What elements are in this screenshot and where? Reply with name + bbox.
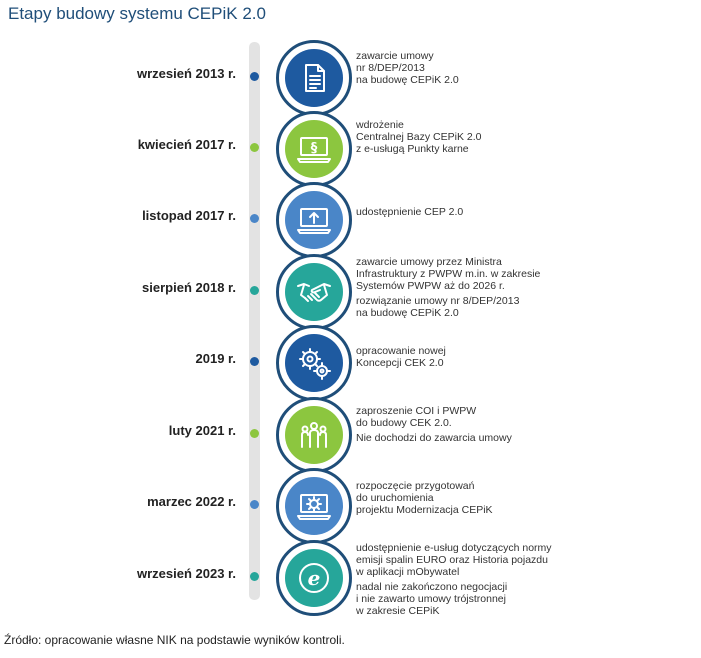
milestone-icon-badge bbox=[276, 254, 352, 330]
milestone-row: 2019 r. opracowanie nowej Koncepcji CEK 2… bbox=[0, 325, 701, 401]
milestone-icon-badge bbox=[276, 40, 352, 116]
timeline-dot bbox=[250, 286, 259, 295]
timeline-dot bbox=[250, 572, 259, 581]
milestone-row: wrzesień 2013 r. zawarcie umowy nr 8/DEP/… bbox=[0, 40, 701, 116]
timeline-dot bbox=[250, 214, 259, 223]
milestone-date: sierpień 2018 r. bbox=[142, 280, 236, 295]
page-title: Etapy budowy systemu CEPiK 2.0 bbox=[8, 4, 266, 23]
milestone-icon-badge: e bbox=[276, 540, 352, 616]
milestone-description: zaproszenie COI i PWPW do budowy CEK 2.0… bbox=[356, 405, 512, 447]
milestone-description: zawarcie umowy przez Ministra Infrastruk… bbox=[356, 256, 540, 322]
timeline-dot bbox=[250, 143, 259, 152]
milestone-icon-badge bbox=[276, 468, 352, 544]
timeline-dot bbox=[250, 357, 259, 366]
handshake-icon bbox=[285, 263, 343, 321]
milestone-icon-badge bbox=[276, 397, 352, 473]
timeline-dot bbox=[250, 500, 259, 509]
milestone-description: wdrożenie Centralnej Bazy CEPiK 2.0 z e-… bbox=[356, 119, 481, 158]
milestone-text: rozpoczęcie przygotowań do uruchomienia … bbox=[356, 480, 493, 516]
milestone-row: wrzesień 2023 r. e udostępnienie e-usług d… bbox=[0, 540, 701, 617]
milestone-date: luty 2021 r. bbox=[168, 423, 236, 438]
milestone-date: wrzesień 2023 r. bbox=[136, 566, 236, 581]
source-note: Źródło: opracowanie własne NIK na podsta… bbox=[4, 633, 345, 647]
milestone-description: udostępnienie e-usług dotyczących normy … bbox=[356, 542, 552, 620]
milestone-row: luty 2021 r. zaproszenie COI i PWPW do bu… bbox=[0, 397, 701, 473]
timeline-axis bbox=[249, 42, 260, 600]
people-icon bbox=[285, 406, 343, 464]
milestone-description: udostępnienie CEP 2.0 bbox=[356, 206, 463, 221]
milestone-row: sierpień 2018 r. zawarcie umowy przez Min… bbox=[0, 254, 701, 330]
upload-laptop-icon bbox=[285, 191, 343, 249]
milestone-date: kwiecień 2017 r. bbox=[137, 137, 236, 152]
milestone-description: rozpoczęcie przygotowań do uruchomienia … bbox=[356, 480, 493, 519]
svg-text:e: e bbox=[308, 566, 321, 590]
e-service-icon: e bbox=[285, 549, 343, 607]
milestone-row: listopad 2017 r. udostępnienie CEP 2.0 bbox=[0, 182, 701, 258]
svg-text:§: § bbox=[311, 141, 318, 156]
milestone-icon-badge bbox=[276, 325, 352, 401]
milestone-description: opracowanie nowej Koncepcji CEK 2.0 bbox=[356, 345, 446, 372]
gears-icon bbox=[285, 334, 343, 392]
milestone-text: udostępnienie e-usług dotyczących normy … bbox=[356, 542, 552, 578]
milestone-row: kwiecień 2017 r. § wdrożenie Centralnej Ba… bbox=[0, 111, 701, 187]
timeline-dot bbox=[250, 429, 259, 438]
milestone-description: zawarcie umowy nr 8/DEP/2013 na budowę C… bbox=[356, 50, 459, 89]
milestone-text: udostępnienie CEP 2.0 bbox=[356, 206, 464, 218]
paragraph-laptop-icon: § bbox=[285, 120, 343, 178]
milestone-text: zawarcie umowy nr 8/DEP/2013 na budowę C… bbox=[356, 50, 459, 86]
milestone-text: nadal nie zakończono negocjacji i nie za… bbox=[356, 581, 508, 617]
milestone-text: zaproszenie COI i PWPW do budowy CEK 2.0… bbox=[356, 405, 477, 429]
milestone-text: wdrożenie Centralnej Bazy CEPiK 2.0 z e-… bbox=[356, 119, 482, 155]
milestone-icon-badge: § bbox=[276, 111, 352, 187]
milestone-icon-badge bbox=[276, 182, 352, 258]
milestone-text: rozwiązanie umowy nr 8/DEP/2013 na budow… bbox=[356, 295, 520, 319]
milestone-date: 2019 r. bbox=[195, 351, 237, 366]
milestone-row: marzec 2022 r. rozpoczęcie przygotowań do… bbox=[0, 468, 701, 544]
milestone-text: Nie dochodzi do zawarcia umowy bbox=[356, 432, 512, 444]
document-icon bbox=[285, 49, 343, 107]
milestone-date: listopad 2017 r. bbox=[142, 208, 236, 223]
milestone-date: wrzesień 2013 r. bbox=[136, 66, 236, 81]
milestone-text: opracowanie nowej Koncepcji CEK 2.0 bbox=[356, 345, 446, 369]
milestone-date: marzec 2022 r. bbox=[147, 494, 236, 509]
milestone-text: zawarcie umowy przez Ministra Infrastruk… bbox=[356, 256, 541, 292]
settings-laptop-icon bbox=[285, 477, 343, 535]
timeline-dot bbox=[250, 72, 259, 81]
